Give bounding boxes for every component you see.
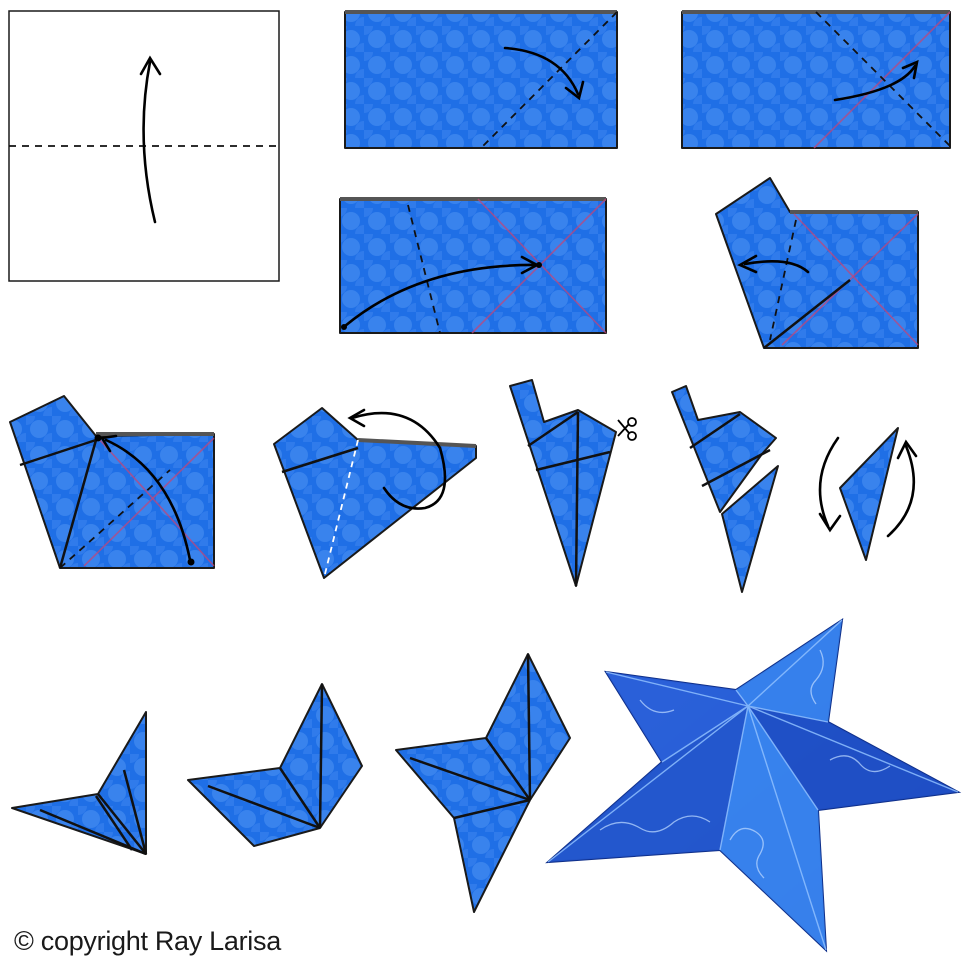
paper-rectangle xyxy=(681,11,951,149)
paper-rectangle xyxy=(339,198,607,334)
arrow-icon xyxy=(737,254,758,274)
arrow-icon xyxy=(343,263,538,328)
star-unit xyxy=(11,711,147,855)
star-unit xyxy=(187,683,363,847)
step-11 xyxy=(11,711,148,856)
arrow-icon xyxy=(818,436,840,528)
step-1 xyxy=(8,10,280,282)
folded-paper xyxy=(9,395,215,569)
arrow-icon xyxy=(503,46,580,96)
step-9 xyxy=(671,385,779,593)
step-13 xyxy=(395,653,571,913)
arrow-icon xyxy=(350,411,447,510)
finished-star xyxy=(545,617,962,953)
arrow-icon xyxy=(104,438,192,562)
scissors-icon xyxy=(617,417,637,441)
arrow-icon xyxy=(142,60,157,224)
arrow-icon xyxy=(139,55,162,76)
swirl-decoration xyxy=(599,649,891,879)
arrow-icon xyxy=(99,434,118,453)
step-12 xyxy=(187,683,363,847)
arrow-icon xyxy=(564,80,585,101)
arrow-icon xyxy=(347,408,366,428)
arrow-icon xyxy=(833,64,917,102)
fold-line xyxy=(480,11,618,149)
fold-line xyxy=(323,439,359,579)
fold-line xyxy=(59,469,171,569)
paper-rectangle xyxy=(344,11,618,149)
folded-paper xyxy=(509,379,617,587)
step-2 xyxy=(344,10,618,149)
copyright-text: © copyright Ray Larisa xyxy=(14,926,281,956)
fold-line xyxy=(407,204,441,334)
step-10 xyxy=(818,427,918,561)
step-4 xyxy=(339,197,607,334)
arrow-icon xyxy=(886,444,916,538)
step-7 xyxy=(273,407,477,579)
fold-line xyxy=(815,11,951,147)
crease-line xyxy=(813,11,951,149)
step-8 xyxy=(509,379,637,587)
step-5 xyxy=(715,177,919,349)
step-6 xyxy=(9,395,215,569)
arrow-icon xyxy=(901,59,919,80)
triangle-piece xyxy=(839,427,899,561)
step-3 xyxy=(681,10,951,149)
cut-piece xyxy=(721,465,779,593)
folded-paper xyxy=(671,385,777,513)
arrow-icon xyxy=(896,439,918,460)
arrow-icon xyxy=(743,260,810,274)
arrow-icon xyxy=(818,512,842,533)
folded-paper xyxy=(273,407,477,579)
